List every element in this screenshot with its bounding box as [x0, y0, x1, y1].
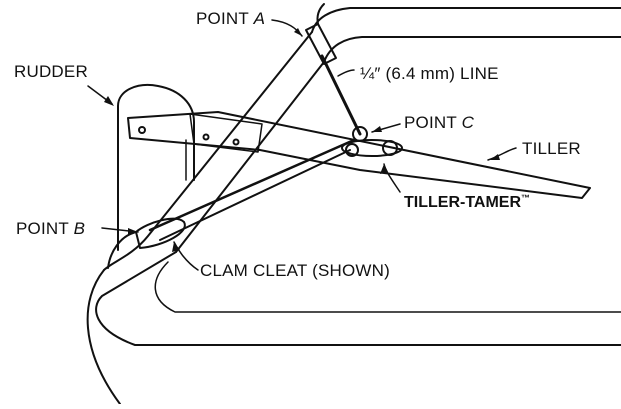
- arrow-point-c: [372, 126, 382, 132]
- tiller-label: TILLER: [522, 139, 581, 158]
- leader-clam-cleat: [173, 241, 199, 271]
- tiller-fitting: [189, 113, 263, 153]
- arrow-point-b: [128, 228, 138, 236]
- tiller-tamer-body: [341, 139, 403, 157]
- rudder-blade: [117, 84, 195, 251]
- hull-mid-line: [154, 261, 621, 313]
- point-a-cleat: [305, 23, 337, 65]
- leader-line: [337, 69, 355, 77]
- rudder-label: RUDDER: [14, 62, 88, 81]
- point-c-label: POINT C: [404, 113, 475, 132]
- leader-tiller: [487, 147, 517, 161]
- hull-outer-curve: [86, 269, 121, 405]
- point-b-label: POINT B: [16, 219, 86, 238]
- tiller-tamer-knob-2: [382, 140, 398, 156]
- tiller-bolt-2: [202, 133, 210, 141]
- arrow-clam-cleat: [172, 242, 180, 252]
- tiller-tamer-label: TILLER-TAMER™: [404, 193, 531, 211]
- transom-outer-edge: [311, 7, 621, 33]
- rope-end-b: [107, 231, 137, 269]
- arrow-tiller-tamer: [380, 164, 388, 174]
- transom-inner-edge: [323, 36, 621, 63]
- tiller-bolt-1: [138, 126, 146, 134]
- arrow-point-a: [294, 28, 302, 36]
- arrow-rudder: [104, 96, 114, 106]
- point-c-pulley: [352, 126, 368, 142]
- tiller-bar: [127, 111, 591, 199]
- hull-inner-curve: [95, 251, 621, 346]
- gunwale-outer: [103, 31, 313, 271]
- tiller-bolt-3: [232, 138, 240, 146]
- point-a-label: POINT A: [196, 9, 266, 28]
- tiller-tamer-knob-1: [345, 143, 359, 157]
- rope-line-a-c: [320, 54, 362, 136]
- rope-line-c-b-2: [159, 149, 351, 241]
- rope-end-a: [316, 3, 325, 25]
- leader-tiller-tamer: [383, 163, 401, 193]
- clam-cleat-label: CLAM CLEAT (SHOWN): [200, 261, 390, 280]
- arrow-tiller: [490, 154, 500, 160]
- line-size-label: ¼″ (6.4 mm) LINE: [360, 64, 499, 83]
- clam-cleat: [135, 217, 186, 249]
- rope-line-c-b: [148, 138, 356, 232]
- gunwale-inner: [175, 61, 325, 253]
